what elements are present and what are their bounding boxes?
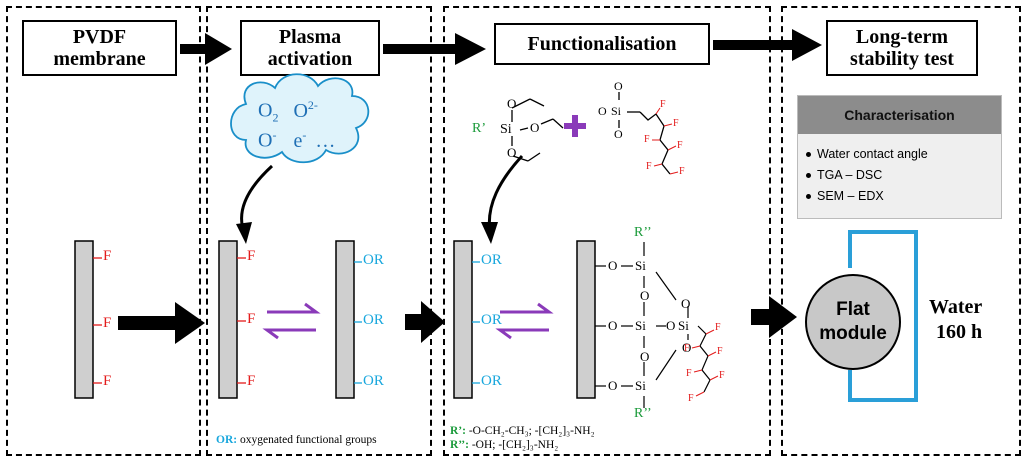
f-small: F: [646, 161, 652, 172]
f-small: F: [679, 166, 685, 177]
atom-o: O: [682, 340, 692, 355]
atom-o: O: [598, 104, 607, 118]
f-small: F: [719, 370, 725, 381]
f-label: F: [247, 311, 256, 327]
atom-r2: R’’: [634, 406, 652, 421]
or-label: OR: [363, 312, 384, 328]
characterisation-list: Water contact angle TGA – DSC SEM – EDX: [806, 144, 928, 207]
atom-o: O: [507, 96, 517, 111]
or-label: OR: [363, 373, 384, 389]
equilibrium-arrows-plasma: [262, 302, 321, 340]
process-arrow-3: [751, 296, 797, 338]
water-label: Water: [929, 296, 983, 318]
plasma-species: O- e- …: [258, 128, 336, 152]
stage-functionalisation: Functionalisation: [494, 23, 710, 65]
or-label: OR: [481, 373, 502, 389]
legend-or: OR: oxygenated functional groups: [216, 434, 377, 446]
silane-molecule: [511, 98, 564, 162]
atom-o: O: [507, 145, 517, 160]
list-item: TGA – DSC: [806, 165, 928, 186]
plus-sign: [564, 115, 586, 137]
legend-r1: R’: -O-CH₂-CH₃; -[CH₂]₃-NH₂: [450, 425, 595, 437]
atom-o: O: [666, 318, 676, 333]
f-label: F: [103, 373, 112, 389]
flat-module-circle: [805, 274, 901, 370]
curve-arrow-plasma: [240, 164, 274, 233]
panel-pvdf: [6, 6, 201, 456]
atom-r2: R’’: [634, 225, 652, 240]
atom-o: O: [614, 127, 623, 141]
panel-functionalisation: [443, 6, 771, 456]
f-label: F: [103, 248, 112, 264]
f-bonds: [93, 257, 246, 384]
atom-o: O: [640, 288, 650, 303]
characterisation-title: Characterisation: [798, 96, 1001, 134]
f-label: F: [247, 373, 256, 389]
membrane-bar-plasma-f: [218, 240, 238, 399]
list-item: SEM – EDX: [806, 186, 928, 207]
atom-si: Si: [611, 104, 622, 118]
stage-pvdf-membrane: PVDF membrane: [22, 20, 177, 76]
equilibrium-arrows-func: [495, 302, 554, 340]
f-small: F: [673, 118, 679, 129]
f-small: F: [677, 140, 683, 151]
list-item: Water contact angle: [806, 144, 928, 165]
atom-o: O: [608, 378, 618, 393]
atom-o: O: [530, 120, 540, 135]
or-label: OR: [481, 252, 502, 268]
f-small: F: [644, 134, 650, 145]
atom-si: Si: [500, 122, 512, 137]
characterisation-box: Characterisation Water contact angle TGA…: [797, 95, 1002, 219]
membrane-bar-pvdf: [74, 240, 94, 399]
or-label: OR: [363, 252, 384, 268]
panel-stability: [781, 6, 1021, 456]
f-small: F: [717, 346, 723, 357]
f-small: F: [686, 368, 692, 379]
water-loop: [848, 230, 918, 402]
atom-si: Si: [678, 318, 689, 333]
duration-label: 160 h: [936, 321, 983, 343]
atom-o: O: [640, 349, 650, 364]
atom-r1: R’: [472, 121, 486, 136]
membrane-bar-func-or: [453, 240, 473, 399]
atom-o: O: [681, 296, 691, 311]
f-label: F: [247, 248, 256, 264]
stage-arrow-2: [383, 33, 486, 65]
process-arrow-2: [405, 301, 445, 343]
f-small: F: [684, 343, 690, 354]
stage-arrow-3: [713, 29, 822, 61]
stage-plasma-activation: Plasma activation: [240, 20, 380, 76]
plasma-cloud: [230, 73, 370, 164]
fluoro-bonds-top: [652, 107, 679, 175]
membrane-bar-plasma-or: [335, 240, 355, 399]
atom-o: O: [614, 79, 623, 93]
atom-si: Si: [635, 258, 646, 273]
atom-si: Si: [635, 378, 646, 393]
atom-o: O: [608, 318, 618, 333]
curve-arrow-func: [487, 154, 524, 233]
flat-module-label: Flat module: [819, 299, 887, 344]
fluoro-bonds-network: [691, 329, 719, 397]
legend-r2: R’’: -OH; -[CH₂]₃-NH₂: [450, 439, 559, 451]
f-label: F: [103, 315, 112, 331]
f-small: F: [688, 393, 694, 404]
fluoro-silane-molecule: [618, 92, 671, 175]
process-arrow-1: [118, 302, 205, 344]
atom-si: Si: [635, 318, 646, 333]
plasma-species: O2 O2-: [258, 98, 318, 125]
atom-o: O: [608, 258, 618, 273]
or-label: OR: [481, 312, 502, 328]
membrane-bar-func-si: [576, 240, 596, 399]
f-small: F: [660, 99, 666, 110]
stage-arrow-1: [180, 33, 232, 65]
f-small: F: [715, 322, 721, 333]
stage-long-term-stability: Long-term stability test: [826, 20, 978, 76]
panel-plasma: [206, 6, 432, 456]
or-bonds: [354, 261, 480, 384]
